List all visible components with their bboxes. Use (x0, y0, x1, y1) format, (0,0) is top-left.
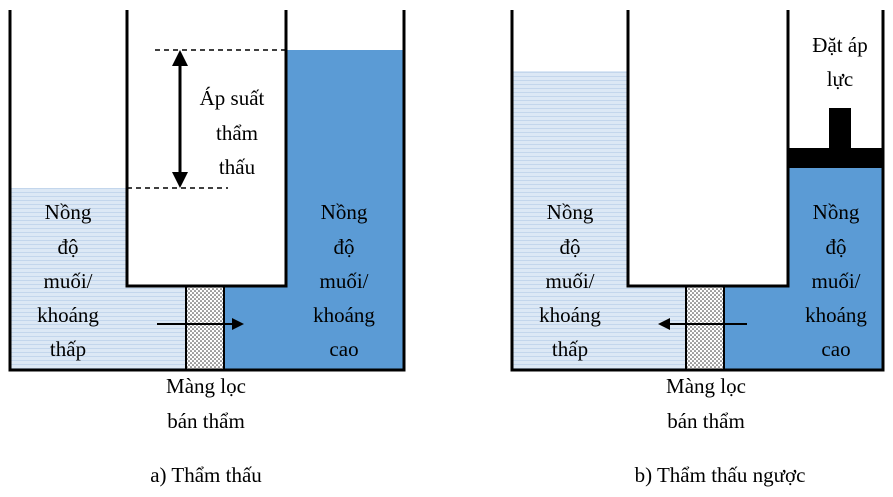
svg-text:cao: cao (821, 337, 850, 361)
svg-text:lực: lực (827, 67, 854, 91)
svg-text:Màng lọc: Màng lọc (666, 374, 746, 398)
svg-text:khoáng: khoáng (805, 303, 867, 327)
piston-plate (788, 148, 883, 168)
svg-text:thấu: thấu (219, 155, 256, 179)
svg-text:thấp: thấp (50, 337, 86, 361)
low-salinity-label: Nồng độ muối/ khoáng thấp (37, 200, 99, 361)
flow-arrow-left-head (658, 318, 670, 330)
svg-text:Nồng: Nồng (547, 200, 594, 224)
applied-pressure-label: Đặt áp lực (812, 33, 867, 91)
svg-text:muối/: muối/ (545, 269, 594, 293)
pressure-arrow-up-head (172, 50, 188, 66)
container-outline (510, 10, 885, 372)
svg-text:Nồng: Nồng (321, 200, 368, 224)
svg-text:độ: độ (58, 235, 79, 259)
svg-text:độ: độ (826, 235, 847, 259)
low-salinity-channel (127, 286, 186, 370)
pressure-arrow-down-head (172, 172, 188, 188)
svg-text:độ: độ (334, 235, 355, 259)
svg-text:muối/: muối/ (811, 269, 860, 293)
high-salinity-channel (724, 286, 788, 370)
svg-text:Nồng: Nồng (813, 200, 860, 224)
svg-text:khoáng: khoáng (539, 303, 601, 327)
svg-text:khoáng: khoáng (313, 303, 375, 327)
svg-text:Áp suất: Áp suất (200, 86, 265, 110)
low-salinity-channel (628, 286, 686, 370)
piston-rod (829, 108, 851, 150)
svg-text:thẩm: thẩm (216, 121, 258, 145)
membrane-label: Màng lọc bán thẩm (166, 374, 246, 433)
svg-text:muối/: muối/ (43, 269, 92, 293)
high-salinity-liquid (788, 168, 883, 370)
low-salinity-liquid (10, 188, 127, 370)
pressure-label: Áp suất thẩm thấu (200, 86, 265, 179)
divider-wall (626, 10, 790, 288)
container-outline (8, 10, 406, 372)
svg-text:bán thẩm: bán thẩm (667, 409, 745, 433)
svg-text:độ: độ (560, 235, 581, 259)
svg-text:Đặt áp: Đặt áp (812, 33, 867, 57)
svg-text:thấp: thấp (552, 337, 588, 361)
panel-b: Đặt áp lực Nồng độ muối/ khoáng thấp Nồn… (510, 10, 885, 487)
high-salinity-liquid (286, 50, 404, 370)
divider-wall (125, 10, 288, 288)
svg-text:khoáng: khoáng (37, 303, 99, 327)
svg-text:Nồng: Nồng (45, 200, 92, 224)
flow-arrow-right-head (232, 318, 244, 330)
svg-text:cao: cao (329, 337, 358, 361)
semipermeable-membrane (685, 285, 725, 371)
semipermeable-membrane (185, 285, 225, 371)
svg-text:Màng lọc: Màng lọc (166, 374, 246, 398)
low-salinity-label: Nồng độ muối/ khoáng thấp (539, 200, 601, 361)
membrane-label: Màng lọc bán thẩm (666, 374, 746, 433)
svg-text:muối/: muối/ (319, 269, 368, 293)
svg-text:bán thẩm: bán thẩm (167, 409, 245, 433)
low-salinity-liquid (512, 71, 628, 370)
high-salinity-label: Nồng độ muối/ khoáng cao (805, 200, 867, 361)
caption-a: a) Thẩm thấu (150, 463, 262, 487)
panel-a: Áp suất thẩm thấu Nồng độ muối/ khoáng t… (8, 10, 406, 487)
high-salinity-label: Nồng độ muối/ khoáng cao (313, 200, 375, 361)
caption-b: b) Thẩm thấu ngược (635, 463, 806, 487)
